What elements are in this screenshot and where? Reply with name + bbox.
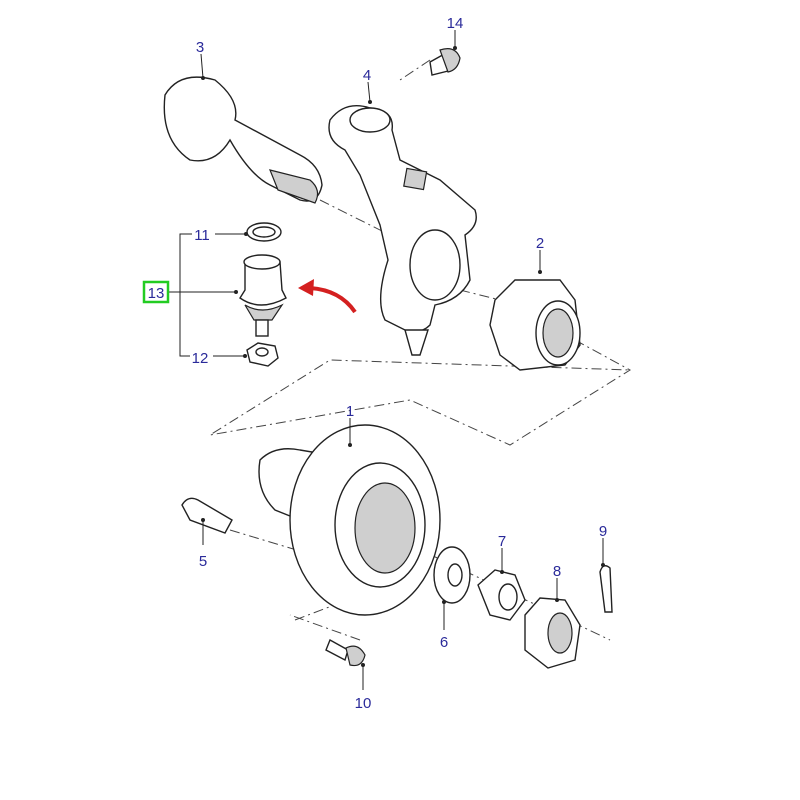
part-14-bolt[interactable] [429,48,461,76]
part-12-nut[interactable] [246,342,279,367]
callout-8[interactable]: 8 [553,563,561,580]
part-8-nut-retainer[interactable] [524,597,581,669]
callout-1[interactable]: 1 [346,403,354,420]
callout-4[interactable]: 4 [363,67,371,84]
direction-arrow [298,279,357,314]
callout-14[interactable]: 14 [447,15,464,32]
callout-5[interactable]: 5 [199,553,207,570]
part-7-hub-nut[interactable] [477,569,526,621]
part-11-circlip[interactable] [246,222,282,242]
part-2-wheel-bearing[interactable] [489,279,581,371]
part-10-bolt[interactable] [325,639,366,667]
part-4-steering-knuckle[interactable] [328,105,477,356]
part-1-hub[interactable] [258,424,441,616]
highlight-box [142,280,170,304]
callout-10[interactable]: 10 [355,695,372,712]
part-13-ball-joint[interactable] [239,254,287,337]
callout-6[interactable]: 6 [440,634,448,651]
callout-labels: 1 2 3 4 5 6 7 8 9 10 11 12 13 14 [148,15,608,712]
part-9-split-pin[interactable] [599,565,613,613]
callout-3[interactable]: 3 [196,39,204,56]
leader-lines [168,30,605,690]
part-3-driveshaft[interactable] [163,76,323,204]
callout-13[interactable]: 13 [148,285,165,302]
callout-7[interactable]: 7 [498,533,506,550]
callout-2[interactable]: 2 [536,235,544,252]
part-5-wheel-stud[interactable] [181,497,233,534]
callout-12[interactable]: 12 [192,350,209,367]
callout-11[interactable]: 11 [194,227,210,244]
callout-9[interactable]: 9 [599,523,607,540]
part-6-washer[interactable] [433,546,471,604]
